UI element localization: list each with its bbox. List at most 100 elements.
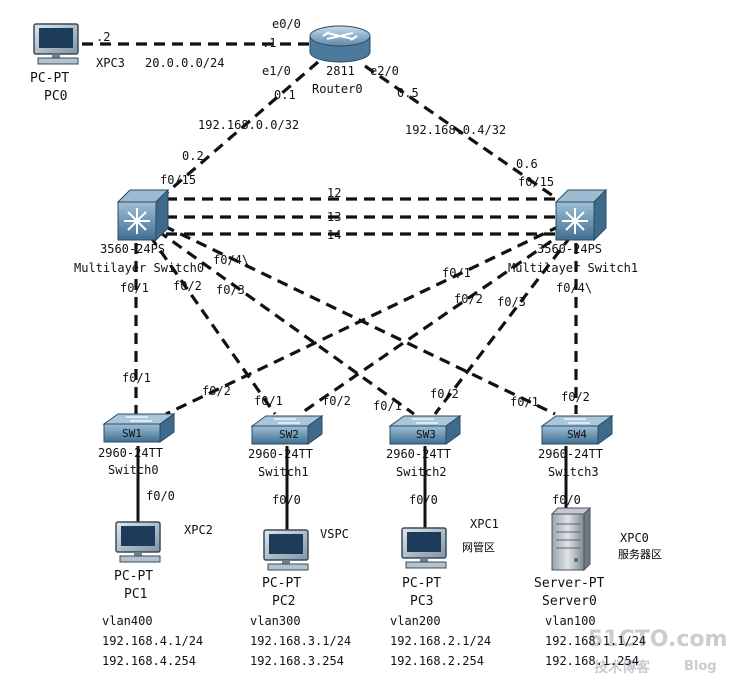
- router-if-e10-ip: 0.1: [274, 88, 296, 102]
- router-if-e00-ip: .1: [262, 36, 276, 50]
- mls1-model: 3560-24PS: [537, 242, 602, 256]
- pc0-ip-suffix: .2: [96, 30, 110, 44]
- switch-icon: [540, 415, 614, 445]
- mls0-device[interactable]: 3560-24PS Multilayer Switch0: [74, 188, 204, 275]
- switch0-model: 2960-24TT: [98, 446, 163, 460]
- switch-icon: [250, 415, 324, 445]
- pc-icon: [401, 527, 447, 569]
- pc2-type: PC-PT: [262, 576, 301, 591]
- mls1-port-f04: f0/4\: [556, 281, 592, 295]
- trunk-label-13: 13: [327, 210, 341, 224]
- mls0-uplink-ip: 0.2: [182, 149, 204, 163]
- pc0-tag: XPC3: [96, 56, 125, 70]
- pc-icon: [115, 521, 161, 563]
- mls0-port-f02: f0/2: [173, 279, 202, 293]
- link-router-mls1[interactable]: [364, 64, 557, 200]
- switch3-port-a: f0/1: [510, 395, 539, 409]
- mls1-device[interactable]: 3560-24PS Multilayer Switch1: [508, 188, 638, 275]
- router-model: 2811: [326, 64, 355, 78]
- pc2-name: PC2: [272, 594, 295, 609]
- switch3-down-port: f0/0: [552, 493, 581, 507]
- link-mls0-sw3[interactable]: [157, 229, 415, 416]
- switch1-badge: SW2: [279, 428, 299, 441]
- mls0-port-f04: f0/4\: [213, 253, 249, 267]
- pc1-device[interactable]: PC-PT PC1: [114, 521, 161, 602]
- link-router-mls0[interactable]: [161, 60, 320, 198]
- trunk-label-14: 14: [327, 228, 341, 242]
- switch-icon: [388, 415, 462, 445]
- pc0-name: PC0: [44, 89, 67, 104]
- switch1-name: Switch1: [258, 465, 309, 479]
- switch-icon: [102, 413, 176, 443]
- router-if-e10: e1/0: [262, 64, 291, 78]
- server0-zone: 服务器区: [618, 548, 662, 561]
- pc-icon: [263, 529, 309, 571]
- multilayer-switch-icon: [116, 188, 170, 242]
- switch0-port-a: f0/1: [122, 371, 151, 385]
- server0-ip: 192.168.1.1/24: [545, 634, 646, 648]
- switch0-device[interactable]: SW1 2960-24TT Switch0: [98, 413, 176, 477]
- switch0-down-port: f0/0: [146, 489, 175, 503]
- pc3-zone: 网管区: [462, 540, 495, 554]
- pc0-network: 20.0.0.0/24: [145, 56, 224, 70]
- switch1-port-a: f0/1: [254, 394, 283, 408]
- switch2-port-b: f0/2: [430, 387, 459, 401]
- links-layer: [82, 42, 578, 530]
- mls0-uplink-port: f0/15: [160, 173, 196, 187]
- pc2-gateway: 192.168.3.254: [250, 654, 344, 668]
- server0-gateway: 192.168.1.254: [545, 654, 639, 668]
- router-if-e20-ip: 0.5: [397, 86, 419, 100]
- pc1-tag: XPC2: [184, 523, 213, 537]
- watermark: 51CTO.com 技术博客 Blog: [588, 627, 727, 676]
- pc1-ip: 192.168.4.1/24: [102, 634, 203, 648]
- router-name: Router0: [312, 82, 363, 96]
- link-mls0-sw2[interactable]: [148, 235, 277, 415]
- switch1-model: 2960-24TT: [248, 447, 313, 461]
- switch1-down-port: f0/0: [272, 493, 301, 507]
- switch2-badge: SW3: [416, 428, 436, 441]
- mls1-port-f03: f0/3: [497, 295, 526, 309]
- link-mls1-sw3[interactable]: [433, 235, 573, 415]
- pc3-ip: 192.168.2.1/24: [390, 634, 491, 648]
- pc1-type: PC-PT: [114, 569, 153, 584]
- pc1-gateway: 192.168.4.254: [102, 654, 196, 668]
- switch3-badge: SW4: [567, 428, 587, 441]
- link-mls1-sw1[interactable]: [165, 224, 561, 416]
- switch2-down-port: f0/0: [409, 493, 438, 507]
- switch1-port-b: f0/2: [322, 394, 351, 408]
- watermark-blog: Blog: [684, 659, 717, 674]
- switch3-device[interactable]: SW4 2960-24TT Switch3: [538, 415, 614, 479]
- watermark-site: 51CTO.com: [588, 627, 727, 652]
- server0-vlan: vlan100: [545, 614, 596, 628]
- switch0-badge: SW1: [122, 427, 142, 440]
- pc0-type: PC-PT: [30, 71, 69, 86]
- link-r-mls1-network: 192.168.0.4/32: [405, 123, 506, 137]
- pc2-device[interactable]: PC-PT PC2: [262, 529, 309, 609]
- pc3-name: PC3: [410, 594, 433, 609]
- switch3-port-b: f0/2: [561, 390, 590, 404]
- server-icon: [550, 506, 592, 572]
- mls1-port-f01: f0/1: [442, 266, 471, 280]
- mls0-model: 3560-24PS: [100, 242, 165, 256]
- switch0-name: Switch0: [108, 463, 159, 477]
- server0-name: Server0: [542, 594, 597, 609]
- switch2-device[interactable]: SW3 2960-24TT Switch2: [386, 415, 462, 479]
- pc1-name: PC1: [124, 587, 147, 602]
- pc3-device[interactable]: PC-PT PC3: [401, 527, 447, 609]
- switch3-name: Switch3: [548, 465, 599, 479]
- server0-tag: XPC0: [620, 531, 649, 545]
- router-if-e00: e0/0: [272, 17, 301, 31]
- pc1-vlan: vlan400: [102, 614, 153, 628]
- switch1-device[interactable]: SW2 2960-24TT Switch1: [248, 415, 324, 479]
- pc3-gateway: 192.168.2.254: [390, 654, 484, 668]
- switch0-port-b: f0/2: [202, 384, 231, 398]
- pc0-device[interactable]: PC-PT PC0: [30, 23, 79, 104]
- server0-device[interactable]: Server-PT Server0: [534, 506, 605, 609]
- router0-device[interactable]: 2811 Router0: [309, 25, 371, 96]
- router-icon: [309, 25, 371, 63]
- pc3-type: PC-PT: [402, 576, 441, 591]
- mls1-uplink-port: f0/15: [518, 175, 554, 189]
- link-r-mls0-network: 192.168.0.0/32: [198, 118, 299, 132]
